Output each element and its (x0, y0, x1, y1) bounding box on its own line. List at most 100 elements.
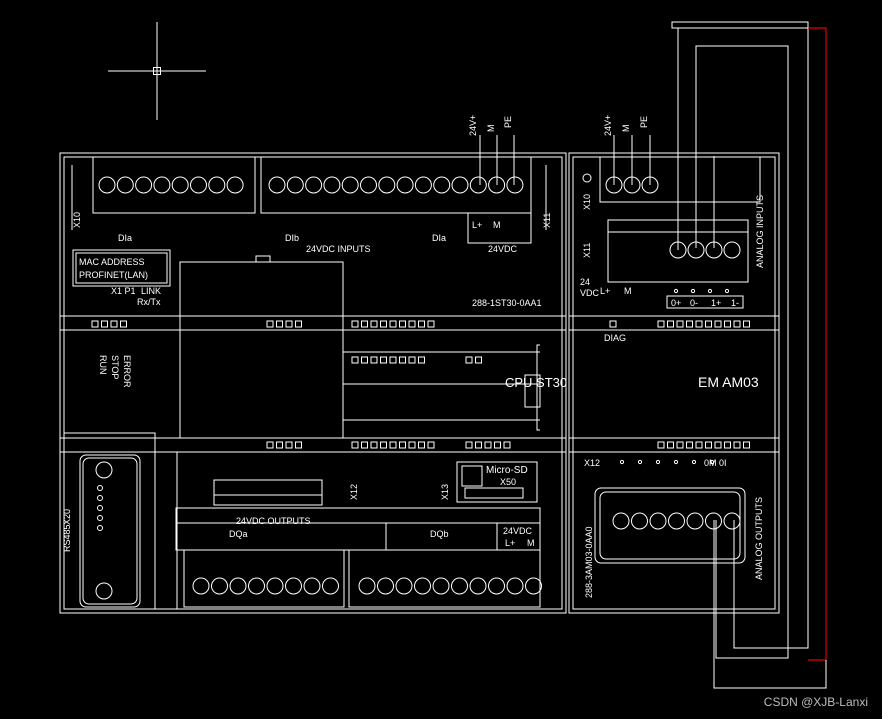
status-led (361, 320, 368, 328)
rs485-screw (95, 582, 113, 600)
status-led (380, 356, 387, 364)
terminal-screw (451, 577, 468, 595)
status-led (609, 320, 617, 328)
lplus-label: L+ (472, 220, 482, 230)
red-feedback-wire (808, 27, 827, 661)
vdc24-label: 24VDC (488, 244, 518, 254)
status-led (295, 320, 302, 328)
error-label: ERROR (122, 355, 132, 388)
terminal-screw (668, 512, 685, 530)
status-led (351, 441, 359, 449)
status-led (465, 441, 473, 449)
part-number-label: 288-1ST30-0AA1 (472, 298, 542, 308)
status-led (266, 320, 274, 328)
rs485-pin (97, 525, 103, 531)
x12-label: X12 (349, 484, 359, 500)
status-led (361, 356, 368, 364)
status-led (676, 320, 684, 328)
status-led (427, 320, 435, 328)
status-led (667, 441, 674, 449)
status-led (399, 320, 406, 328)
terminal-screw (378, 176, 396, 194)
status-led (733, 441, 741, 449)
em-x11-label: X11 (582, 243, 592, 258)
status-led (408, 320, 416, 328)
rs485-pin (97, 495, 103, 501)
status-led (475, 441, 482, 449)
status-led (91, 320, 99, 328)
status-led (285, 320, 293, 328)
status-led (714, 320, 722, 328)
terminal-screw (229, 577, 247, 595)
analog-signal-wires (677, 27, 809, 659)
rxtx-label: Rx/Tx (137, 297, 161, 307)
terminal-screw (414, 176, 432, 194)
status-led (295, 441, 302, 449)
status-led (686, 441, 693, 449)
terminal-screw (525, 577, 542, 595)
terminal-dot (709, 459, 715, 465)
terminal-screw (488, 577, 505, 595)
terminal-screw (268, 176, 286, 194)
em-part-label: 288-3AM03-0AA0 (584, 526, 594, 598)
terminal-screw (248, 577, 265, 595)
terminal-screw (396, 176, 414, 194)
status-led (705, 320, 712, 328)
terminal-dot (673, 288, 679, 294)
terminal-screw (266, 577, 284, 595)
status-led (276, 441, 283, 449)
terminal-screw (469, 176, 487, 194)
status-led (120, 320, 127, 328)
terminal-screw (303, 577, 321, 595)
status-led (657, 441, 665, 449)
status-led (494, 441, 501, 449)
em-lplus-label: L+ (600, 286, 610, 296)
terminal-screw (723, 512, 741, 530)
status-led (743, 320, 750, 328)
em-x12-label: X12 (584, 458, 600, 468)
status-led (389, 356, 397, 364)
status-led (714, 441, 722, 449)
status-led (724, 441, 731, 449)
terminal-screw (377, 577, 394, 595)
status-led (686, 320, 693, 328)
terminal-screw (171, 176, 189, 194)
terminal-screw (323, 176, 341, 194)
status-led (101, 320, 108, 328)
dqa-label: DQa (229, 529, 248, 539)
cpu-x11-label: X11 (542, 213, 552, 228)
em-24v-label: 24V+ (603, 115, 613, 136)
terminal-dot (724, 288, 730, 294)
terminal-dot (691, 459, 697, 465)
status-led (743, 441, 750, 449)
status-led (724, 320, 731, 328)
terminal-dot (707, 288, 713, 294)
status-led (695, 320, 703, 328)
rs485-pin (97, 505, 103, 511)
terminal-screw (649, 512, 667, 530)
status-led (389, 441, 397, 449)
terminal-dot (637, 459, 643, 465)
status-led (351, 320, 359, 328)
cpu-m-label: M (486, 125, 496, 133)
inputs-24vdc-label: 24VDC INPUTS (306, 244, 371, 254)
loop-wire (671, 21, 809, 29)
terminal-screw (190, 176, 207, 194)
em-ch1p-label: 1+ (711, 298, 721, 308)
stop-label: STOP (110, 355, 120, 379)
status-led (285, 441, 293, 449)
em-ch0p-label: 0+ (671, 298, 681, 308)
analog-inputs-label: ANALOG INPUTS (755, 195, 765, 268)
rs485-screw (95, 461, 113, 479)
run-label: RUN (98, 355, 108, 375)
status-led (733, 320, 741, 328)
status-led (370, 320, 378, 328)
link-label: LINK (141, 286, 161, 296)
terminal-screw (208, 176, 226, 194)
em-am03-outline (568, 152, 780, 614)
cpu-x10-label: X10 (72, 212, 82, 228)
em-m-label2: M (624, 286, 632, 296)
terminal-screw (341, 176, 359, 194)
status-led (676, 441, 684, 449)
cpu-pe-label: PE (503, 116, 513, 128)
